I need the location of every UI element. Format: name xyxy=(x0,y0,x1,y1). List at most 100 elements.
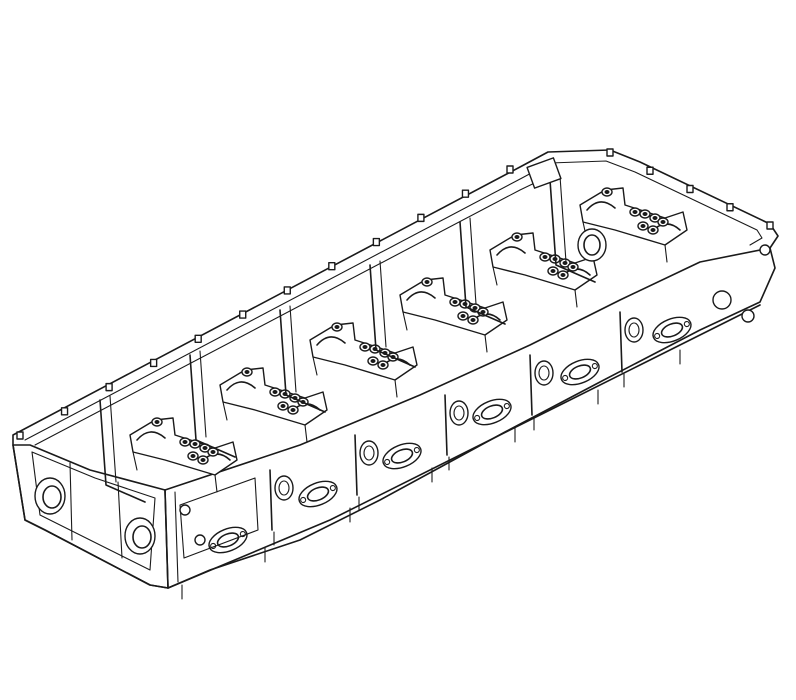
tower-bolt-center xyxy=(182,440,188,444)
port-boss xyxy=(472,398,512,426)
tower-bolt-center xyxy=(202,446,208,450)
divider-wall-inner xyxy=(199,350,207,438)
side-rib-hole xyxy=(628,322,640,338)
divider-wall-4 xyxy=(369,264,416,368)
port-bolt xyxy=(384,458,391,466)
port-boss xyxy=(298,480,338,508)
port-boss xyxy=(560,358,600,386)
port-bolt xyxy=(654,332,661,340)
side-rib-hole xyxy=(363,445,375,461)
camshaft-tower-5 xyxy=(489,232,598,308)
side-port-4 xyxy=(472,398,512,426)
divider-wall-inner xyxy=(109,395,117,483)
side-panel xyxy=(179,477,259,559)
tower-bolt-center xyxy=(290,408,296,412)
rim-nub xyxy=(283,286,291,295)
tower-bolt-center xyxy=(640,224,646,228)
tower-bolt-center xyxy=(560,273,566,277)
tower-bolt-center xyxy=(472,306,478,310)
divider-wall-inner xyxy=(379,260,387,348)
port-bolt xyxy=(503,402,510,410)
rear-boss xyxy=(526,157,562,189)
tower-leg xyxy=(304,424,308,443)
side-rib-2 xyxy=(354,434,358,496)
side-port-5 xyxy=(560,358,600,386)
divider-wall-5 xyxy=(459,221,506,325)
camshaft-tower-4 xyxy=(399,277,508,353)
rim-nub xyxy=(506,165,514,174)
tower-bolt-center xyxy=(604,190,610,194)
tower-bolt-center xyxy=(562,261,568,265)
side-rib-boss xyxy=(359,440,379,466)
port-bolt xyxy=(474,414,481,422)
rear-bore xyxy=(577,228,607,262)
tower-bolt-center xyxy=(632,210,638,214)
end-face-outline xyxy=(12,444,169,589)
tower-bolt-center xyxy=(650,228,656,232)
camshaft-tower-2 xyxy=(219,367,328,443)
port-boss xyxy=(382,442,422,470)
end-bore-2-inner xyxy=(132,525,152,549)
bearing-cap xyxy=(136,431,166,441)
tower-bolt-center xyxy=(192,442,198,446)
bearing-cap xyxy=(586,201,616,211)
divider-wall-2 xyxy=(189,354,236,458)
port-bolt xyxy=(562,374,569,382)
top-rim-inner xyxy=(24,160,763,441)
divider-wall-inner xyxy=(559,175,567,263)
tower-bolt-center xyxy=(154,420,160,424)
side-rib-hole xyxy=(538,365,550,381)
tower-bolt-center xyxy=(470,318,476,322)
tower-leg xyxy=(492,266,498,286)
side-panel-bolt xyxy=(194,534,206,546)
side-rib-3 xyxy=(444,394,448,456)
tower-leg xyxy=(394,379,398,398)
port-boss xyxy=(208,526,248,554)
side-ports xyxy=(208,316,692,554)
rim-nub xyxy=(726,203,734,212)
tower-leg xyxy=(132,451,138,471)
port-hole xyxy=(568,364,592,380)
tower-leg xyxy=(664,244,668,263)
right-end-details xyxy=(526,157,771,323)
tower-bolt-center xyxy=(280,404,286,408)
camshaft-tower-6 xyxy=(579,187,688,263)
rim-nub xyxy=(606,148,614,157)
rear-bore-inner xyxy=(583,234,601,256)
side-top-edge xyxy=(164,247,771,491)
side-rib-boss xyxy=(624,317,644,343)
side-rib-boss xyxy=(449,400,469,426)
tower-bolt-center xyxy=(272,390,278,394)
tower-bolt-center xyxy=(652,216,658,220)
bearing-cap xyxy=(406,291,436,301)
rim-nub xyxy=(328,262,336,271)
side-port-1 xyxy=(208,526,248,554)
tower-leg xyxy=(312,356,318,376)
end-bore-1-inner xyxy=(42,485,62,509)
tower-bolt-center xyxy=(660,220,666,224)
tower-bolt-center xyxy=(190,454,196,458)
tower-bolt-center xyxy=(370,359,376,363)
port-bolt xyxy=(413,446,420,454)
divider-wall-3 xyxy=(279,309,326,413)
rim-nub xyxy=(239,310,247,319)
rear-boss-3 xyxy=(741,309,755,323)
port-hole xyxy=(306,486,330,502)
rear-boss-2 xyxy=(712,290,732,310)
port-hole xyxy=(390,448,414,464)
rim-nub xyxy=(372,237,381,247)
tower-bolt-center xyxy=(200,458,206,462)
port-bolt xyxy=(683,320,690,328)
bearing-cap xyxy=(226,381,256,391)
side-rib-boss xyxy=(274,475,294,501)
end-face xyxy=(12,444,169,589)
side-rib-boss xyxy=(534,360,554,386)
port-bolt xyxy=(300,496,307,504)
rim-nub xyxy=(194,334,202,343)
divider-wall-inner xyxy=(289,305,297,393)
side-port-2 xyxy=(298,480,338,508)
rim-nub xyxy=(646,166,654,175)
divider-wall-6 xyxy=(549,179,596,283)
side-port-3 xyxy=(382,442,422,470)
